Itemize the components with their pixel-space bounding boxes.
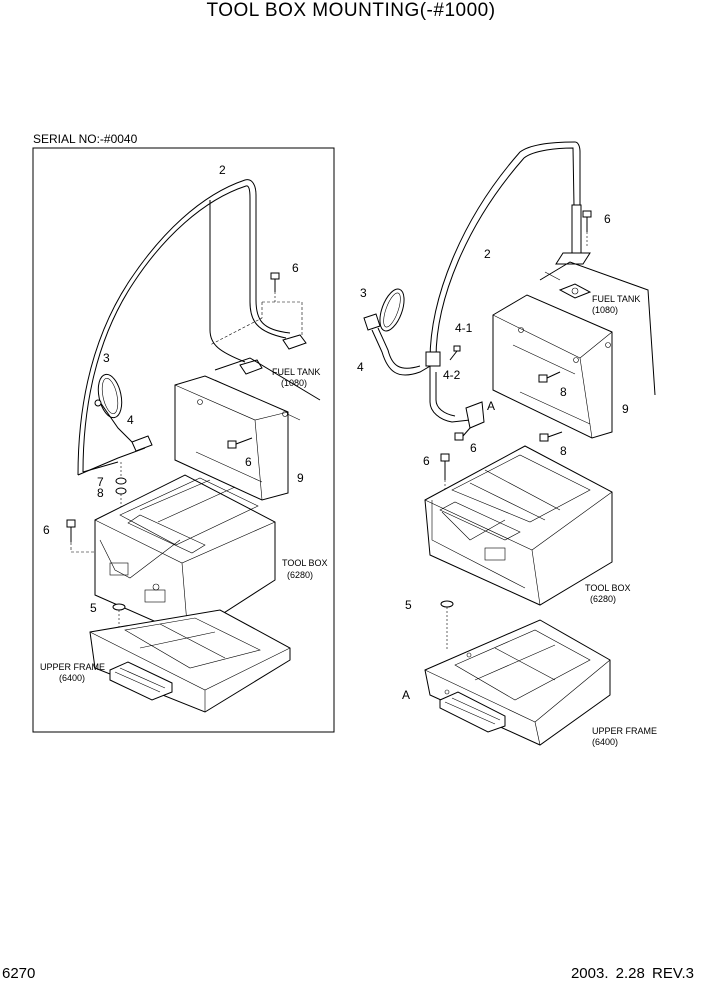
left-tool-box	[94, 474, 276, 637]
revision-date: 2003. 2.28 REV.3	[570, 965, 694, 982]
callout-left-2: 2	[219, 163, 226, 177]
left-washer-7	[115, 477, 127, 485]
callout-left-6c: 6	[43, 523, 50, 537]
callout-right-6a: 6	[604, 212, 611, 226]
callout-left-5: 5	[90, 601, 97, 615]
callout-left-4: 4	[127, 413, 134, 427]
label-right-fuel-tank: FUEL TANK	[592, 294, 640, 304]
left-view	[32, 147, 335, 733]
label-left-tool-box-num: (6280)	[287, 570, 313, 580]
callout-right-8b: 8	[560, 444, 567, 458]
page-title: TOOL BOX MOUNTING(-#1000)	[206, 0, 496, 21]
serial-number-label: SERIAL NO:-#0040	[33, 132, 138, 146]
callout-right-2: 2	[484, 247, 491, 261]
right-view	[363, 141, 656, 746]
right-callouts: 6 2 3 4-1 4 4-2 A 8 9 6 8 6 5 A FUEL TAN…	[357, 212, 657, 747]
callout-left-6b: 6	[245, 455, 252, 469]
callout-right-6b: 6	[470, 441, 477, 455]
left-callouts: 2 6 3 4 7 8 6 9 6 5 FUEL TANK (1080) TOO…	[40, 163, 328, 683]
callout-right-4: 4	[357, 360, 364, 374]
left-upper-frame	[89, 609, 291, 713]
left-side-cover	[174, 375, 289, 501]
label-left-fuel-tank-num: (1080)	[281, 378, 307, 388]
left-mirror	[97, 373, 123, 419]
right-tool-box	[424, 445, 613, 606]
right-upper-frame	[424, 619, 611, 746]
callout-right-4-1: 4-1	[455, 321, 473, 335]
callout-right-5: 5	[405, 598, 412, 612]
label-right-tool-box: TOOL BOX	[585, 583, 631, 593]
callout-right-6c: 6	[423, 454, 430, 468]
right-mirror-stay	[429, 141, 581, 361]
label-right-upper-frame: UPPER FRAME	[592, 726, 657, 736]
right-clamp	[425, 351, 441, 367]
callout-right-3: 3	[360, 286, 367, 300]
right-bolt-6-mid	[454, 427, 471, 441]
label-left-fuel-tank: FUEL TANK	[272, 367, 320, 377]
callout-left-7: 7	[97, 475, 104, 489]
right-bolt-4-1	[453, 345, 461, 352]
left-mirror-stay	[77, 179, 291, 476]
left-washer-8	[115, 487, 127, 495]
right-fuel-tank	[539, 261, 656, 396]
label-left-upper-frame: UPPER FRAME	[40, 662, 105, 672]
right-post	[571, 204, 582, 254]
callout-left-9: 9	[297, 471, 304, 485]
right-bolt-8-top	[538, 371, 561, 383]
label-left-tool-box: TOOL BOX	[282, 558, 328, 568]
label-right-tool-box-num: (6280)	[590, 594, 616, 604]
left-washer-5	[112, 603, 126, 611]
callout-left-6a: 6	[292, 261, 299, 275]
right-washer-5	[440, 600, 454, 608]
callout-right-4-2: 4-2	[443, 368, 461, 382]
right-mirror	[379, 288, 405, 332]
callout-right-a1: A	[487, 399, 495, 413]
callout-right-9: 9	[622, 402, 629, 416]
left-bolt-top	[270, 272, 280, 302]
callout-left-8: 8	[97, 486, 104, 500]
label-left-upper-frame-num: (6400)	[59, 673, 85, 683]
left-view-frame	[32, 147, 335, 733]
page-number: 6270	[2, 965, 36, 982]
right-bolt-8-bottom	[539, 431, 563, 442]
right-side-cover	[492, 294, 613, 439]
label-right-fuel-tank-num: (1080)	[592, 305, 618, 315]
callout-right-a2: A	[402, 688, 410, 702]
left-bolt-mid	[227, 437, 253, 449]
callout-right-8a: 8	[560, 385, 567, 399]
right-bolt-top	[582, 210, 592, 248]
label-right-upper-frame-num: (6400)	[592, 737, 618, 747]
callout-left-3: 3	[103, 351, 110, 365]
